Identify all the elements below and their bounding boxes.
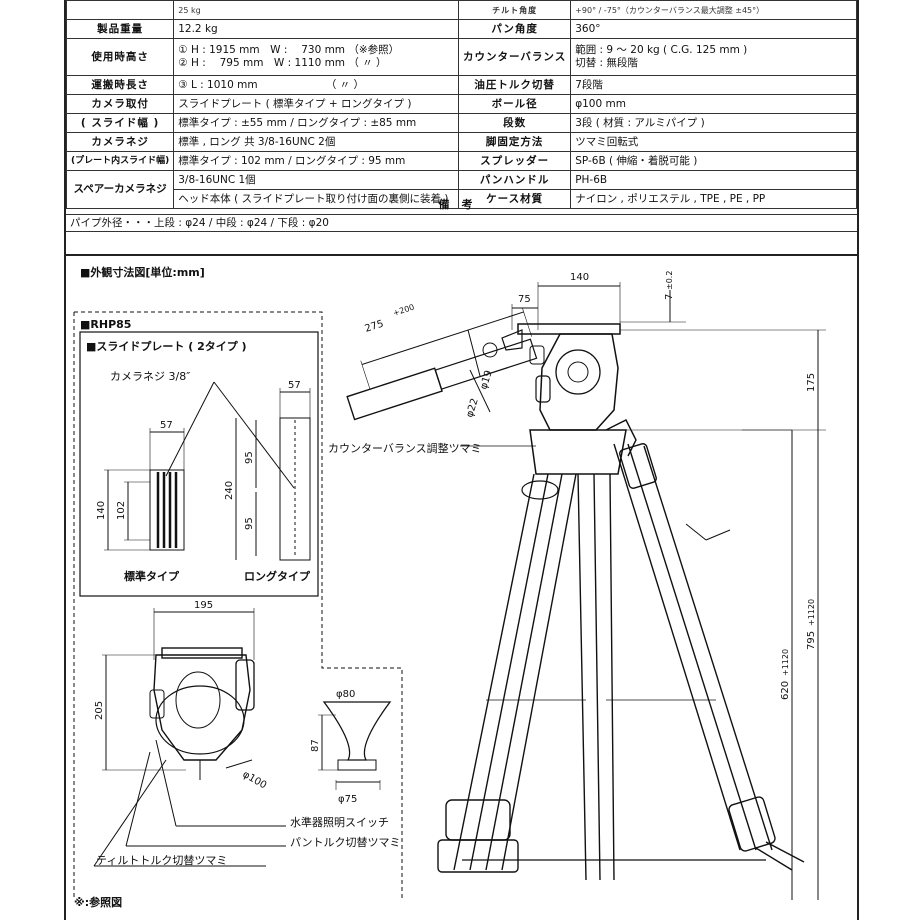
- callout-counter-balance-knob: カウンターバランス調整ツマミ: [328, 441, 482, 455]
- head-front-body: [153, 654, 251, 761]
- standard-plate: [149, 469, 185, 551]
- dim-275: 275: [364, 318, 386, 334]
- slide-plate-box: [79, 331, 319, 597]
- dim-80: φ80: [336, 689, 355, 700]
- dim-87: 87: [310, 739, 321, 752]
- spec-row-spare-screw-location: ヘッド本体 ( スライドプレート取り付け面の裏側に装着 ) ケース材質 ナイロン…: [67, 189, 857, 209]
- spec-label: ボール径: [458, 94, 572, 114]
- dim-75-bowl: φ75: [338, 794, 357, 805]
- dimension-drawing: ■外観寸法図[単位:mm] ■RHP85 ■スライドプレート ( 2タイプ ) …: [73, 265, 826, 909]
- remarks-blank-row: [66, 232, 857, 256]
- spec-value: ① H : 1915 mm W : 730 mm （※参照） ② H : 795…: [173, 38, 460, 76]
- callout-pan-torque: パントルク切替ツマミ: [290, 835, 401, 849]
- spec-label: 使用時高さ: [65, 38, 175, 76]
- dim-pipe-19: φ19: [478, 369, 494, 391]
- dim-57-standard: 57: [160, 420, 173, 431]
- tripod-leg-center: [577, 473, 615, 881]
- dim-195: 195: [194, 600, 213, 611]
- spec-label: 製品重量: [65, 19, 175, 39]
- rhp85-dashed-outline: [74, 311, 403, 900]
- spec-value-line: 範囲 : 9 ～ 20 kg ( C.G. 125 mm ): [575, 44, 748, 56]
- spec-label: カウンターバランス: [458, 38, 572, 76]
- dim-7: 7: [664, 294, 675, 300]
- remarks-header: 備考: [66, 196, 857, 215]
- callout-level-switch: 水準器照明スイッチ: [290, 815, 389, 829]
- dim-620-plus: +1120: [781, 649, 790, 676]
- pan-handle: [346, 308, 538, 421]
- spec-label: カメラネジ: [65, 132, 175, 152]
- dim-140-top: 140: [570, 272, 589, 283]
- spec-label: ケース材質: [458, 189, 572, 209]
- dim-7-tolerance: ±0.2: [665, 271, 674, 290]
- dim-140-plate: 140: [96, 501, 107, 520]
- dim-240: 240: [224, 481, 235, 500]
- dim-175: 175: [806, 373, 817, 392]
- spec-value: 標準タイプ : ±55 mm / ロングタイプ : ±85 mm: [173, 113, 460, 133]
- callout-tilt-torque: ティルトトルク切替ツマミ: [96, 853, 227, 867]
- tripod-head-plate: [517, 323, 621, 335]
- spec-value-line: ② H : 795 mm W : 1110 mm （ 〃 ）: [178, 57, 387, 69]
- tripod-leg-right: [613, 443, 805, 871]
- spec-row-weight: 製品重量 12.2 kg パン角度 360°: [65, 19, 857, 39]
- spec-label: 脚固定方法: [458, 132, 572, 152]
- spec-row-camera-screw: カメラネジ 標準 , ロング 共 3/8-16UNC 2個 脚固定方法 ツマミ回…: [65, 132, 857, 152]
- tripod-leg-left: [437, 473, 577, 873]
- spec-row-camera-mount: カメラ取付 スライドプレート ( 標準タイプ + ロングタイプ ) ボール径 φ…: [65, 94, 857, 114]
- spec-label: 油圧トルク切替: [458, 75, 572, 95]
- slide-plate-label: ■スライドプレート ( 2タイプ ): [86, 339, 247, 353]
- dim-795-plus: +1120: [807, 599, 816, 626]
- dim-pipe-22: φ22: [464, 397, 480, 419]
- dim-275-plus: +200: [392, 303, 416, 318]
- spec-table: 25 kg チルト角度 +90° / -75°（カウンターバランス最大調整 ±4…: [65, 0, 857, 209]
- spec-label: ( スライド幅 ): [65, 113, 175, 133]
- spec-value: スライドプレート ( 標準タイプ + ロングタイプ ): [173, 94, 460, 114]
- dim-102: 102: [116, 501, 127, 520]
- spec-value: ナイロン , ポリエステル , TPE , PE , PP: [570, 189, 857, 209]
- spec-sheet: 25 kg チルト角度 +90° / -75°（カウンターバランス最大調整 ±4…: [64, 0, 859, 920]
- spec-label: 運搬時長さ: [65, 75, 175, 95]
- camera-screw-label: カメラネジ 3/8″: [110, 370, 190, 383]
- remarks-text: パイプ外径・・・上段 : φ24 / 中段 : φ24 / 下段 : φ20: [66, 214, 857, 232]
- drawing-title: ■外観寸法図[単位:mm]: [80, 265, 205, 279]
- spec-label: [65, 0, 175, 20]
- spec-row-height: 使用時高さ ① H : 1915 mm W : 730 mm （※参照） ② H…: [65, 38, 857, 76]
- dim-205: 205: [94, 701, 105, 720]
- dim-95-lower: 95: [244, 517, 255, 530]
- spec-value: ③ L : 1010 mm （ 〃 ）: [173, 75, 460, 95]
- rhp-label: ■RHP85: [80, 318, 131, 331]
- dim-620: 620: [780, 681, 791, 700]
- tripod-bowl: [529, 429, 627, 475]
- spec-label: スペアーカメラネジ: [65, 170, 175, 209]
- spec-label: パンハンドル: [458, 170, 572, 190]
- spec-value-line: ① H : 1915 mm W : 730 mm （※参照）: [178, 44, 400, 56]
- dim-ball-100: φ100: [241, 769, 269, 791]
- dim-795: 795: [806, 631, 817, 650]
- bowl-adapter: [322, 701, 392, 761]
- spec-label: チルト角度: [458, 0, 572, 20]
- dim-75-top: 75: [518, 294, 531, 305]
- spec-label: スプレッダー: [458, 151, 572, 171]
- spec-row-plate-slide: (プレート内スライド幅) 標準タイプ : 102 mm / ロングタイプ : 9…: [65, 151, 857, 171]
- dim-57-long: 57: [288, 380, 301, 391]
- spec-row-spare-screw: スペアーカメラネジ 3/8-16UNC 1個 パンハンドル PH-6B: [65, 170, 857, 209]
- dim-95-upper: 95: [244, 451, 255, 464]
- standard-type-label: 標準タイプ: [124, 569, 180, 583]
- spec-label: パン角度: [458, 19, 572, 39]
- long-type-label: ロングタイプ: [244, 569, 311, 583]
- spec-value: ヘッド本体 ( スライドプレート取り付け面の裏側に装着 ): [173, 189, 460, 209]
- long-plate: [279, 417, 311, 561]
- spec-row-transport: 運搬時長さ ③ L : 1010 mm （ 〃 ） 油圧トルク切替 7段階: [65, 75, 857, 95]
- head-ball-bowl: [155, 685, 245, 755]
- spec-value-line: 切替 : 無段階: [575, 57, 638, 69]
- reference-note: ※:参照図: [74, 895, 122, 909]
- spec-label: (プレート内スライド幅): [65, 151, 175, 171]
